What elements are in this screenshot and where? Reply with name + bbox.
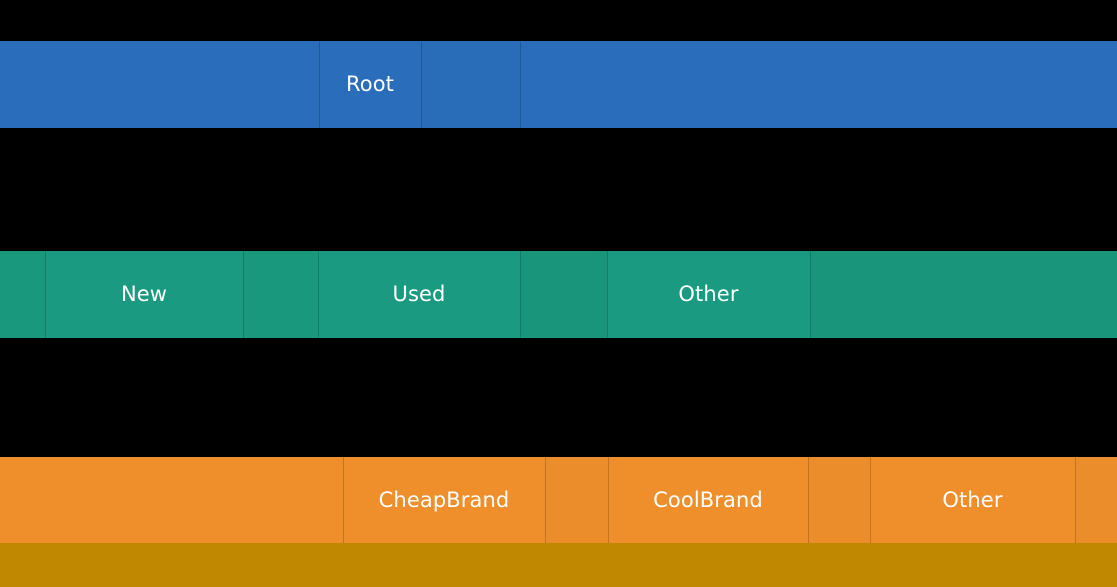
icicle-level-root: Root bbox=[0, 41, 1117, 128]
icicle-node-condition-6[interactable] bbox=[810, 251, 1117, 338]
icicle-node-condition-2[interactable] bbox=[243, 251, 318, 338]
icicle-node-label: Used bbox=[392, 282, 446, 306]
icicle-node-condition-4[interactable] bbox=[520, 251, 607, 338]
icicle-node-brand-4[interactable] bbox=[808, 457, 870, 543]
icicle-node-coolbrand[interactable]: CoolBrand bbox=[608, 457, 808, 543]
icicle-node-other[interactable]: Other bbox=[870, 457, 1075, 543]
icicle-node-new[interactable]: New bbox=[45, 251, 243, 338]
icicle-node-cheapbrand[interactable]: CheapBrand bbox=[343, 457, 545, 543]
icicle-level-sub-brand bbox=[0, 543, 1117, 587]
icicle-node-condition-0[interactable] bbox=[0, 251, 45, 338]
icicle-node-used[interactable]: Used bbox=[318, 251, 520, 338]
icicle-node-other[interactable]: Other bbox=[607, 251, 810, 338]
icicle-node-label: New bbox=[120, 282, 168, 306]
icicle-node-sub-brand-0[interactable] bbox=[0, 543, 1117, 587]
icicle-node-label: CoolBrand bbox=[653, 487, 763, 512]
icicle-node-label: Root bbox=[346, 72, 394, 96]
icicle-level-condition: New Used Other bbox=[0, 251, 1117, 338]
icicle-node-label: Other bbox=[678, 282, 739, 306]
icicle-node-label: Other bbox=[942, 487, 1003, 512]
icicle-node-root-2[interactable] bbox=[421, 41, 520, 128]
icicle-level-brand: CheapBrand CoolBrand Other bbox=[0, 457, 1117, 543]
icicle-node-brand-2[interactable] bbox=[545, 457, 608, 543]
icicle-node-root-0[interactable] bbox=[0, 41, 319, 128]
icicle-node-brand-0[interactable] bbox=[0, 457, 343, 543]
icicle-node-brand-6[interactable] bbox=[1075, 457, 1117, 543]
icicle-node-root-3[interactable] bbox=[520, 41, 1117, 128]
icicle-node-label: CheapBrand bbox=[378, 487, 510, 512]
icicle-node-root[interactable]: Root bbox=[319, 41, 421, 128]
